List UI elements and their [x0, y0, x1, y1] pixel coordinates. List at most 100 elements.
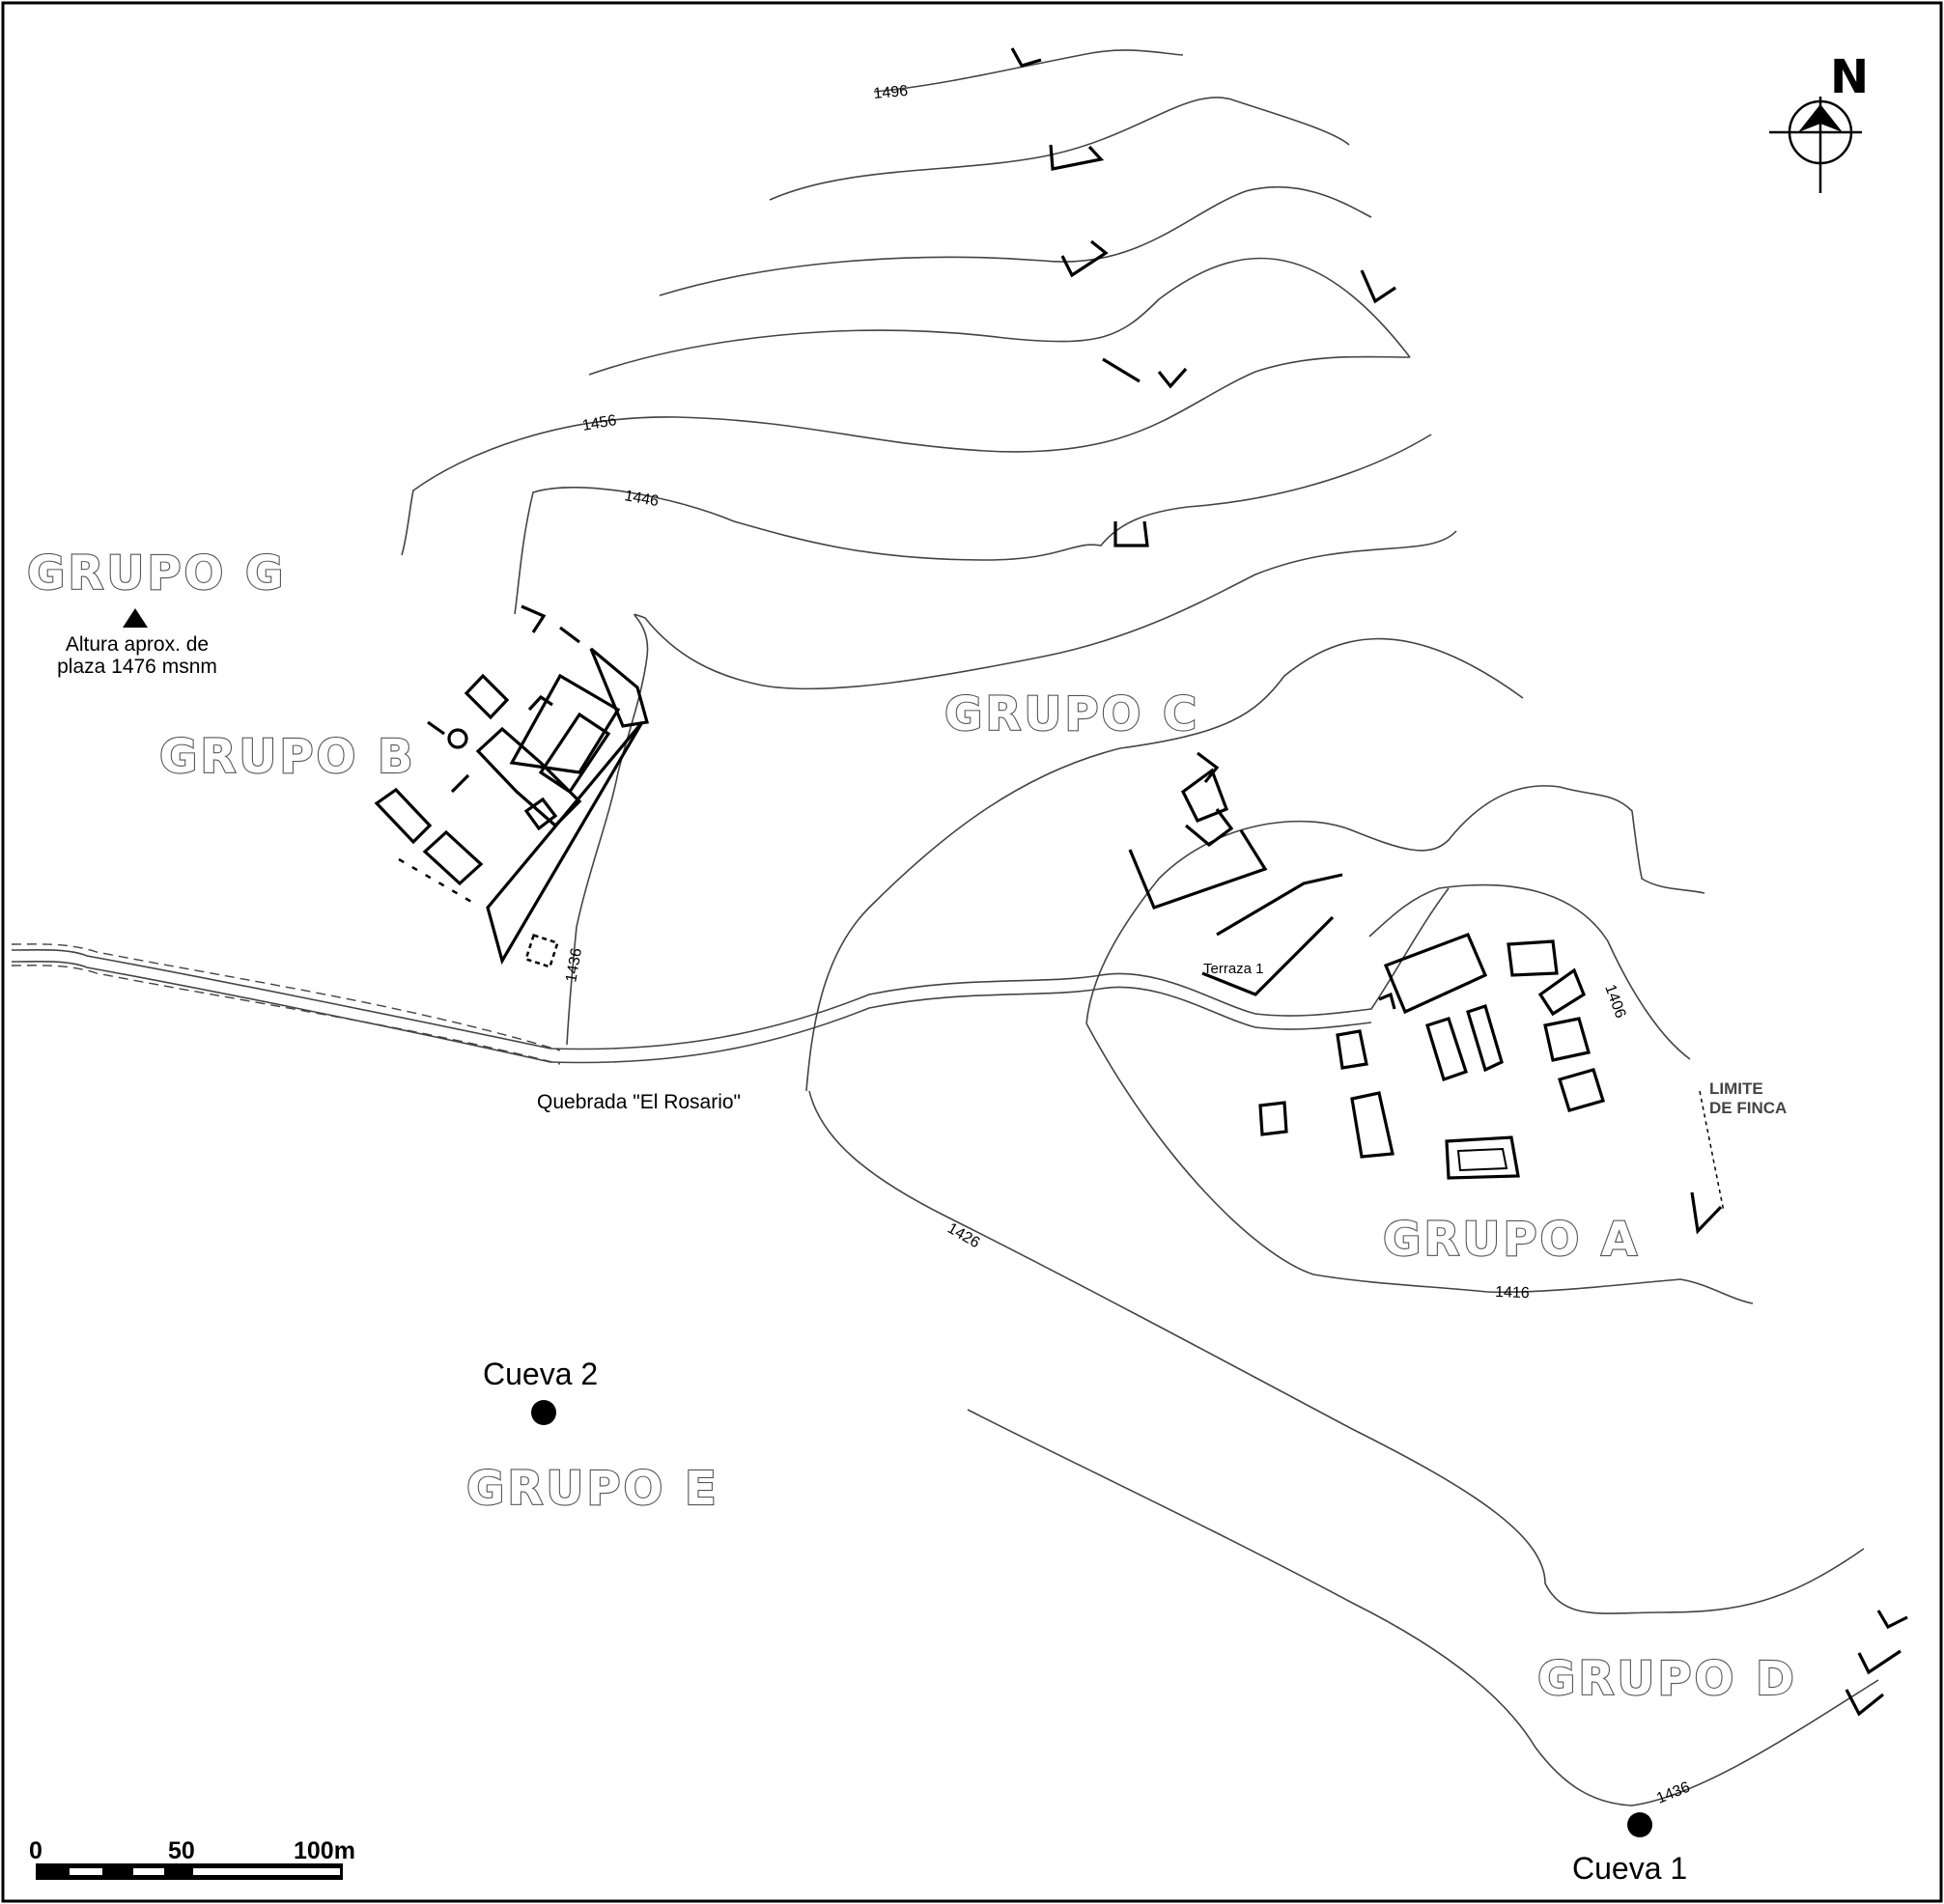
north-arrow-icon: [1769, 97, 1862, 193]
cave-2-label: Cueva 2: [483, 1357, 598, 1391]
property-limit-line1: LIMITE: [1709, 1079, 1763, 1098]
label-grupo-a: GRUPO A: [1383, 1213, 1640, 1267]
structure-north-5: [1102, 357, 1141, 383]
contour-1466: [588, 257, 1411, 376]
contour-label-1456: 1456: [581, 412, 618, 434]
structure-north-4: [1360, 269, 1396, 304]
contour-1476: [659, 186, 1372, 296]
structure-d-2: [1857, 1649, 1902, 1675]
grupo-c-structures: [1128, 751, 1343, 996]
contour-1416: [1085, 785, 1705, 1024]
structure-b-13: [450, 773, 470, 794]
stream-label: Quebrada "El Rosario": [537, 1091, 741, 1113]
stream-lower-bank: [11, 960, 1372, 1064]
structure-a-10: [1258, 1101, 1288, 1136]
northern-structures: [1010, 47, 1396, 547]
scale-mid-label: 50: [168, 1837, 195, 1864]
structure-a-12: [1445, 1135, 1520, 1180]
structure-c-terrace-upper: [1216, 873, 1343, 937]
structure-d-3: [1845, 1689, 1884, 1717]
label-grupo-g: GRUPO G: [27, 546, 286, 601]
structure-b-14: [523, 797, 558, 831]
contour-label-1416: 1416: [1495, 1284, 1530, 1302]
cave-1-marker-icon: [1627, 1812, 1652, 1837]
contour-1426-long: [808, 1090, 1865, 1614]
label-grupo-b: GRUPO B: [159, 730, 416, 784]
structure-b-11: [374, 787, 433, 845]
terrace-label: Terraza 1: [1203, 961, 1264, 977]
stream-dashed-lower: [11, 965, 561, 1065]
contour-1436-upper: [566, 530, 1457, 1046]
structure-north-3: [1060, 239, 1109, 278]
structure-b-dashed-box: [524, 934, 559, 968]
structure-c-terrace-lower: [1201, 915, 1335, 996]
contour-label-1496: 1496: [873, 83, 909, 102]
structure-a-2: [1507, 939, 1559, 977]
label-grupo-e: GRUPO E: [466, 1462, 719, 1516]
property-limit-line2: DE FINCA: [1709, 1099, 1787, 1117]
structure-c-1: [1197, 751, 1220, 783]
structure-b-platform: [486, 720, 644, 966]
cave-2-marker-icon: [531, 1400, 556, 1425]
structure-a-9: [1557, 1068, 1606, 1112]
structure-a-12-inner: [1456, 1147, 1508, 1172]
structure-b-4: [464, 673, 510, 720]
structure-north-6: [1157, 367, 1188, 389]
structure-b-5: [447, 728, 468, 749]
structure-north-7: [1113, 520, 1149, 547]
structure-b-6: [427, 720, 445, 736]
structure-c-2: [1180, 768, 1229, 824]
north-label: N: [1830, 50, 1869, 104]
stream-upper-bank: [11, 887, 1450, 1050]
contour-1486: [769, 97, 1350, 201]
structure-north-1: [1010, 47, 1042, 68]
contour-label-1436-upper: 1436: [563, 947, 585, 984]
structure-a-7: [1543, 1017, 1592, 1062]
structure-b-7: [475, 726, 582, 828]
label-grupo-c: GRUPO C: [944, 687, 1199, 742]
contour-1446: [514, 434, 1432, 615]
structure-north-2: [1049, 144, 1105, 171]
structure-c-3: [1184, 808, 1234, 848]
scale-start-label: 0: [29, 1837, 42, 1864]
contour-lines: [11, 49, 1879, 1806]
label-grupo-d: GRUPO D: [1537, 1652, 1797, 1706]
structure-b-8: [509, 673, 621, 774]
cave-1-label: Cueva 1: [1572, 1851, 1687, 1886]
scale-bar: [36, 1863, 343, 1880]
structure-b-9: [538, 712, 611, 795]
property-limit-line: [1699, 1090, 1725, 1213]
plaza-note-line2: plaza 1476 msnm: [57, 656, 217, 678]
contour-label-1446: 1446: [623, 488, 660, 510]
structure-c-4: [1128, 829, 1268, 910]
grupo-d-structures: [1690, 1191, 1908, 1717]
plaza-note-line1: Altura aprox. de: [66, 633, 209, 656]
structure-a-5: [1425, 1016, 1469, 1082]
structure-b-10: [527, 694, 553, 712]
structure-d-1: [1876, 1610, 1908, 1630]
structure-b-12: [422, 829, 484, 886]
structure-a-8: [1336, 1029, 1368, 1070]
contour-1406-inner: [1368, 883, 1691, 1060]
scale-end-label: 100m: [294, 1837, 355, 1864]
stream-dashed-upper: [11, 943, 561, 1051]
contour-1496: [873, 49, 1184, 93]
contour-1456: [401, 355, 1411, 556]
grupo-a-structures: [1258, 932, 1606, 1180]
contour-1426: [805, 637, 1524, 1092]
structure-a-6: [1466, 1003, 1504, 1073]
grupo-b-structures: [374, 604, 650, 968]
structure-a-1: [1383, 932, 1488, 1015]
structure-a-11: [1350, 1091, 1395, 1159]
contour-1416-grupo-a: [1085, 1022, 1754, 1304]
structure-b-1: [521, 604, 547, 633]
structure-b-3: [589, 647, 650, 728]
contour-1436-lower: [967, 1409, 1879, 1806]
plaza-triangle-icon: [123, 608, 148, 628]
structure-a-3: [1537, 967, 1586, 1017]
structure-b-2: [559, 626, 580, 644]
structure-a-4: [1378, 992, 1396, 1010]
